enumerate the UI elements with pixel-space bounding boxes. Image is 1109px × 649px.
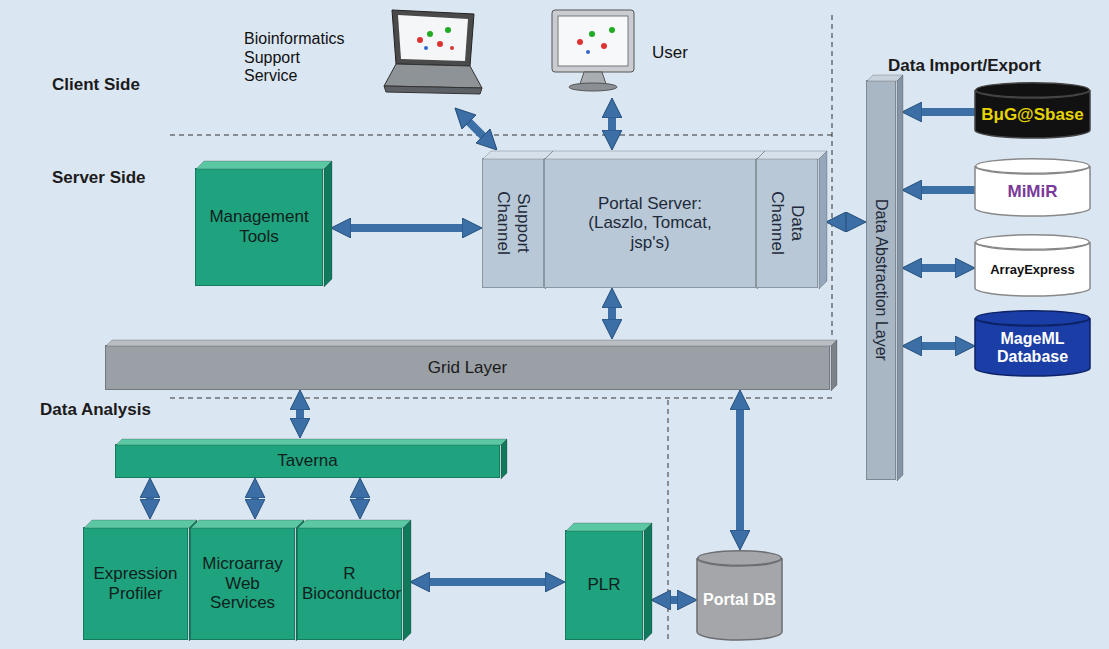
block-arrow [840,218,852,226]
server-box: Portal Server: (Laszlo, Tomcat, jsp's) [544,158,756,288]
channel-box: Data Channel [756,158,818,288]
service-box: Microarray Web Services [190,527,295,640]
database-cylinder: MiMiR [975,158,1090,216]
block-arrow [608,302,616,325]
node-label: Support Channel [493,168,532,278]
channel-box: Support Channel [482,158,544,288]
node-label: Expression Profiler [88,564,183,603]
node-label: Data Channel [767,183,806,263]
node-label: Management Tools [200,207,318,246]
zone-label: Data Analysis [40,400,151,420]
layer-bar: Taverna [115,444,500,478]
process-box: Management Tools [195,168,323,286]
block-arrow [736,404,744,536]
client-terminal: Bioinformatics Support Service [240,8,485,108]
node-label: Data Abstraction Layer [872,90,890,470]
node-label: Taverna [277,451,337,471]
block-arrow [424,578,551,586]
node-label: MageML Database [979,330,1086,367]
block-arrow [465,118,487,140]
database-cylinder: Portal DB [697,550,782,640]
block-arrow [665,596,683,604]
block-arrow [251,492,259,505]
node-label: Portal Server: (Laszlo, Tomcat, jsp's) [570,194,730,253]
node-label: User [652,43,688,63]
service-box: PLR [565,530,643,640]
node-label: MiMiR [1007,182,1057,202]
block-arrow [916,264,961,272]
block-arrow [345,224,468,232]
node-label: Microarray Web Services [195,554,290,613]
client-terminal: User [540,8,710,98]
node-label: Portal DB [703,591,776,609]
block-arrow [356,492,364,505]
zone-label: Data Import/Export [888,56,1041,76]
block-arrow [608,112,616,136]
block-arrow [296,404,304,424]
database-cylinder: MageML Database [975,310,1090,376]
block-arrow [146,492,154,505]
layer-bar: Grid Layer [105,345,830,390]
laptop-icon [384,10,482,94]
block-arrow [916,108,975,116]
block-arrow [916,186,975,194]
monitor-icon [552,10,634,91]
node-label: ArrayExpress [990,263,1075,278]
zone-label: Client Side [52,75,140,95]
node-label: Bioinformatics Support Service [244,30,356,85]
database-cylinder: BμG@Sbase [975,82,1090,138]
database-cylinder: ArrayExpress [975,234,1090,296]
node-label: PLR [587,575,620,595]
zone-divider [170,15,832,640]
node-label: R Bioconductor [302,564,397,603]
node-label: BμG@Sbase [981,105,1084,125]
service-box: Expression Profiler [83,527,188,640]
block-arrow [916,342,961,350]
node-label: Grid Layer [428,358,507,378]
zone-label: Server Side [52,168,146,188]
layer-bar: Data Abstraction Layer [866,80,896,480]
service-box: R Bioconductor [297,527,402,640]
